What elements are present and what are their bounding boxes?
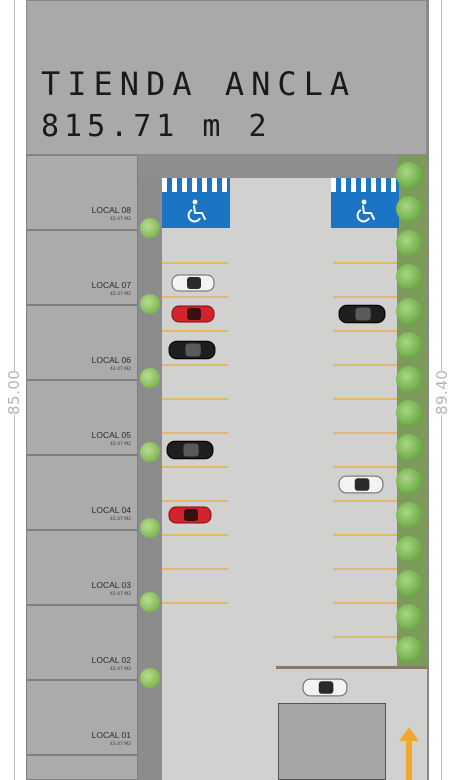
parking-stripe (333, 398, 397, 400)
parking-stripe (333, 330, 397, 332)
local-bottom-edge (26, 755, 138, 780)
local-05[interactable]: LOCAL 05 43.47 M2 (26, 380, 138, 455)
up-arrow-icon (399, 727, 419, 780)
tree (140, 442, 160, 462)
tree (396, 162, 422, 188)
anchor-store-name: TIENDA ANCLA (41, 65, 357, 103)
car-white (338, 475, 384, 494)
parking-stripe (333, 364, 397, 366)
local-name: LOCAL 01 (91, 730, 131, 740)
local-name: LOCAL 02 (91, 655, 131, 665)
parking-stripe (162, 568, 228, 570)
anchor-store[interactable]: TIENDA ANCLA 815.71 m 2 (26, 0, 427, 155)
parking-stripe (333, 296, 397, 298)
parking-stripe (333, 602, 397, 604)
parking-stripe (162, 398, 228, 400)
local-area: 43.47 M2 (109, 592, 131, 597)
wheelchair-icon (356, 199, 375, 223)
crosswalk-stripes (162, 178, 230, 192)
parking-stripe (162, 296, 228, 298)
car-red (171, 305, 215, 323)
parking-stripe (162, 432, 228, 434)
sidewalk-top (138, 155, 398, 178)
tree (396, 196, 422, 222)
dimension-label-right: 89.40 (433, 369, 451, 415)
parking-stripe (162, 330, 228, 332)
tree (396, 570, 422, 596)
local-01[interactable]: LOCAL 01 43.47 M2 (26, 680, 138, 755)
local-06[interactable]: LOCAL 06 43.47 M2 (26, 305, 138, 380)
local-07[interactable]: LOCAL 07 43.47 M2 (26, 230, 138, 305)
parking-stripe (162, 262, 228, 264)
tree (396, 366, 422, 392)
tree (396, 434, 422, 460)
property-edge-right (427, 0, 429, 780)
parking-stripe (333, 636, 397, 638)
car-red (168, 506, 212, 524)
local-area: 43.47 M2 (109, 217, 131, 222)
local-name: LOCAL 05 (91, 430, 131, 440)
local-area: 43.47 M2 (109, 292, 131, 297)
parking-stripe (333, 432, 397, 434)
tree (396, 332, 422, 358)
local-area: 43.47 M2 (109, 517, 131, 522)
parking-stripe (162, 500, 228, 502)
anchor-store-area: 815.71 m 2 (41, 109, 272, 144)
local-name: LOCAL 06 (91, 355, 131, 365)
tree (140, 294, 160, 314)
parking-stripe (162, 364, 228, 366)
tree (396, 468, 422, 494)
local-04[interactable]: LOCAL 04 43.47 M2 (26, 455, 138, 530)
tree (140, 592, 160, 612)
car-black (338, 304, 386, 324)
car-black (168, 340, 216, 360)
car-black (166, 440, 214, 460)
parking-stripe (333, 568, 397, 570)
local-03[interactable]: LOCAL 03 43.47 M2 (26, 530, 138, 605)
tree (140, 668, 160, 688)
car-white (171, 274, 215, 292)
tree (396, 264, 422, 290)
tree (396, 400, 422, 426)
tree (396, 536, 422, 562)
parking-stripe (333, 466, 397, 468)
tree (396, 604, 422, 630)
tree (140, 518, 160, 538)
accessible-parking-left[interactable] (162, 178, 230, 228)
entry-barrier (276, 666, 427, 669)
local-name: LOCAL 07 (91, 280, 131, 290)
crosswalk-stripes (331, 178, 399, 192)
tree (140, 218, 160, 238)
accessible-parking-right[interactable] (331, 178, 399, 228)
parking-stripe (162, 466, 228, 468)
tree (396, 230, 422, 256)
tree (396, 502, 422, 528)
dimension-label-left: 85.00 (5, 369, 23, 415)
parking-stripe (162, 534, 228, 536)
parking-stripe (333, 262, 397, 264)
local-area: 43.47 M2 (109, 667, 131, 672)
tree (396, 636, 422, 662)
local-name: LOCAL 03 (91, 580, 131, 590)
local-area: 43.47 M2 (109, 367, 131, 372)
tree (140, 368, 160, 388)
parking-stripe (333, 534, 397, 536)
tree (396, 298, 422, 324)
service-building[interactable] (278, 703, 386, 780)
local-name: LOCAL 04 (91, 505, 131, 515)
local-02[interactable]: LOCAL 02 43.47 M2 (26, 605, 138, 680)
local-area: 43.47 M2 (109, 442, 131, 447)
local-area: 43.47 M2 (109, 742, 131, 747)
local-08[interactable]: LOCAL 08 43.47 M2 (26, 155, 138, 230)
parking-stripe (162, 602, 228, 604)
parking-stripe (333, 500, 397, 502)
wheelchair-icon (187, 199, 206, 223)
local-name: LOCAL 08 (91, 205, 131, 215)
car-white (302, 678, 348, 697)
